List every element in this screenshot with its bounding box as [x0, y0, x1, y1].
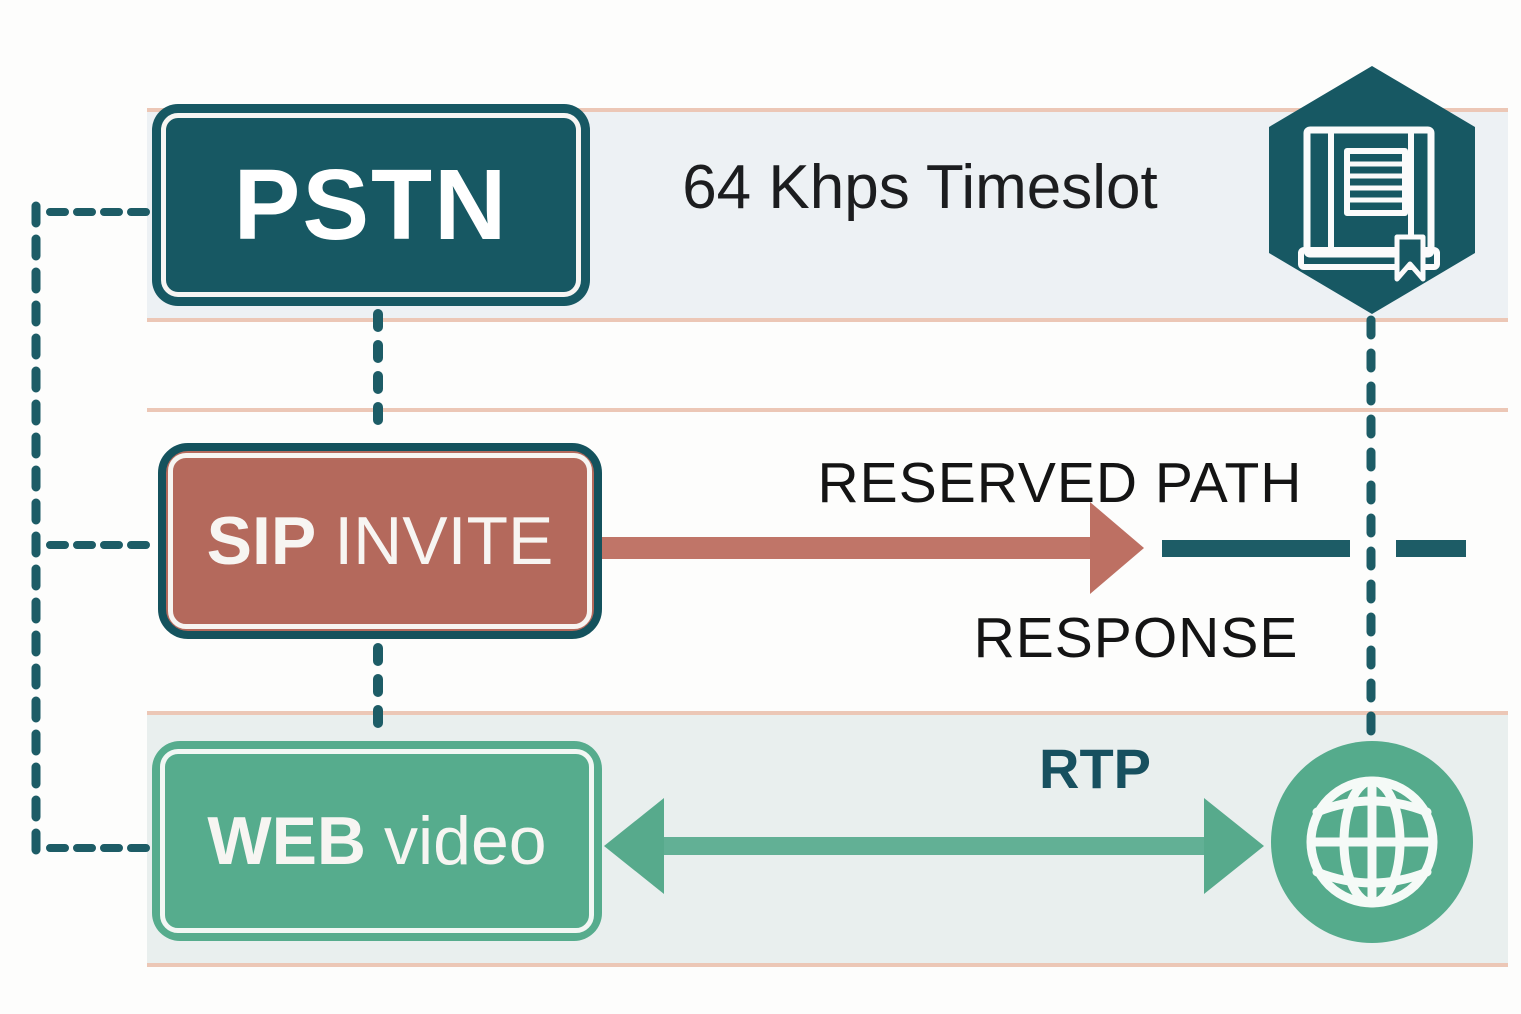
- timeslot-label: 64 Khps Timeslot: [682, 153, 1158, 222]
- response-label: RESPONSE: [973, 606, 1299, 670]
- web-video-label-strong: WEB: [207, 803, 367, 879]
- pstn-label: PSTN: [233, 149, 509, 261]
- globe-icon: [1271, 741, 1473, 943]
- reserved-path-label: RESERVED PATH: [817, 451, 1303, 515]
- pstn-node-inner: PSTN: [161, 113, 581, 297]
- sip-invite-label-rest: INVITE: [334, 503, 554, 579]
- left-dashed-connector: [31, 201, 158, 855]
- pstn-node: PSTN: [152, 104, 590, 306]
- mid-rule-line: [147, 408, 1508, 412]
- ledger-book-hexagon-icon: [1269, 66, 1475, 314]
- reserved-path-dash-segments: [1162, 540, 1466, 557]
- sip-invite-label-strong: SIP: [206, 503, 317, 579]
- reserved-path-arrow: [600, 502, 1144, 594]
- rtp-double-arrow: [604, 798, 1264, 894]
- rtp-label: RTP: [1039, 737, 1151, 800]
- web-video-label-rest: video: [384, 803, 547, 879]
